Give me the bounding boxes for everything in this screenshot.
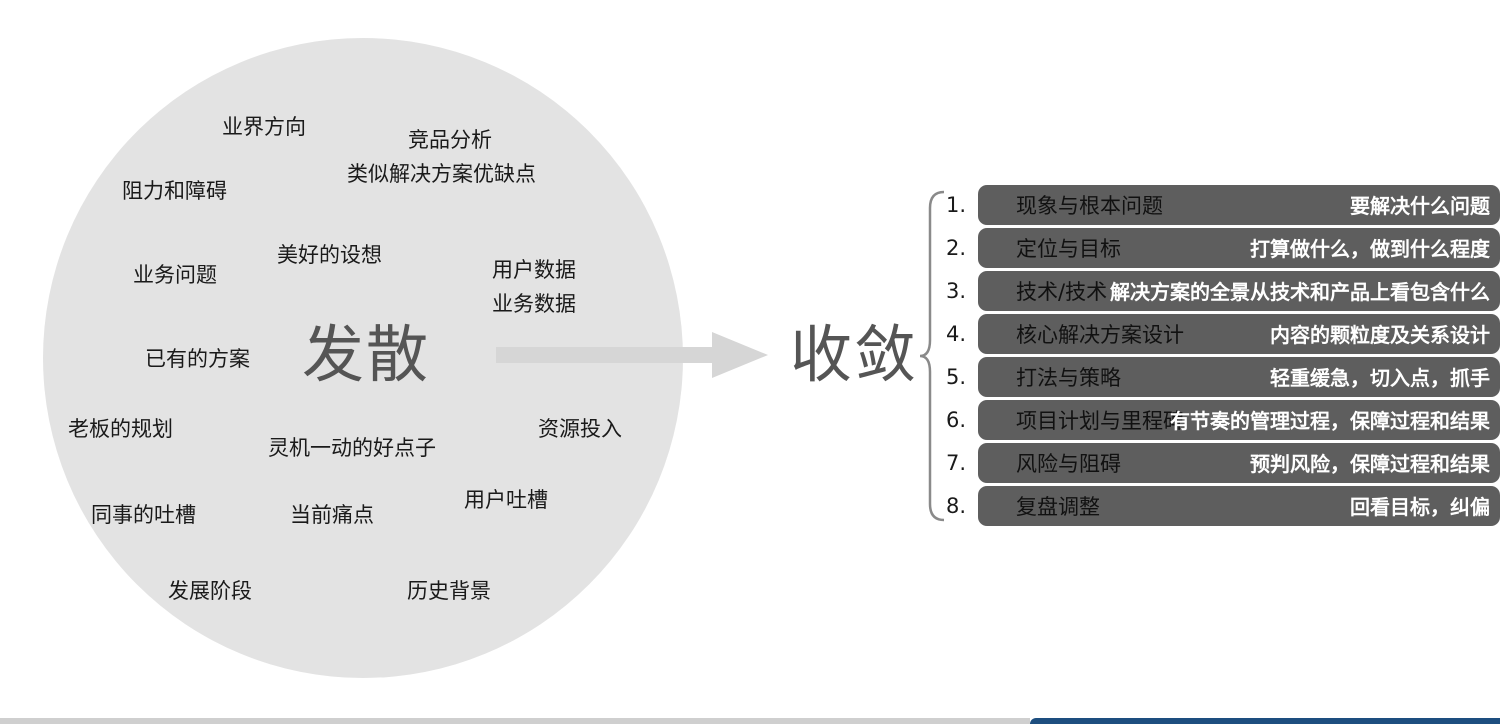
- item-number: 2.: [946, 236, 967, 260]
- diverge-word: 美好的设想: [277, 243, 382, 267]
- item-label: 技术/技术: [1016, 280, 1108, 304]
- item-note: 轻重缓急，切入点，抓手: [1270, 366, 1490, 390]
- item-number: 1.: [946, 193, 967, 217]
- converge-title: 收敛: [790, 318, 919, 391]
- diverge-word: 用户吐槽: [464, 488, 548, 512]
- item-label: 现象与根本问题: [1016, 194, 1163, 218]
- item-bar: 核心解决方案设计 内容的颗粒度及关系设计: [978, 314, 1500, 354]
- item-label: 项目计划与里程碑: [1016, 409, 1184, 433]
- diverge-word: 业界方向: [222, 115, 306, 139]
- item-note: 内容的颗粒度及关系设计: [1270, 323, 1490, 347]
- diverge-word: 用户数据: [492, 258, 576, 282]
- diverge-word: 同事的吐槽: [91, 503, 196, 527]
- item-number: 7.: [946, 451, 967, 475]
- list-item: 6. 项目计划与里程碑 有节奏的管理过程，保障过程和结果: [946, 400, 1500, 440]
- item-note: 预判风险，保障过程和结果: [1250, 452, 1490, 476]
- item-bar: 定位与目标 打算做什么，做到什么程度: [978, 228, 1500, 268]
- curly-brace-icon: [919, 190, 945, 522]
- list-item: 7. 风险与阻碍 预判风险，保障过程和结果: [946, 443, 1500, 483]
- diverge-word: 灵机一动的好点子: [268, 436, 436, 460]
- diverge-word: 竞品分析: [408, 128, 492, 152]
- footer-bar: [0, 718, 1030, 724]
- diverge-word: 类似解决方案优缺点: [347, 162, 536, 186]
- list-item: 8. 复盘调整 回看目标，纠偏: [946, 486, 1500, 526]
- diverge-word: 资源投入: [538, 417, 622, 441]
- list-item: 1. 现象与根本问题 要解决什么问题: [946, 185, 1500, 225]
- item-label: 核心解决方案设计: [1016, 323, 1184, 347]
- list-item: 3. 技术/技术 解决方案的全景从技术和产品上看包含什么: [946, 271, 1500, 311]
- diverge-word: 业务问题: [133, 263, 217, 287]
- item-bar: 技术/技术 解决方案的全景从技术和产品上看包含什么: [978, 271, 1500, 311]
- item-note: 打算做什么，做到什么程度: [1250, 237, 1490, 261]
- item-bar: 现象与根本问题 要解决什么问题: [978, 185, 1500, 225]
- item-bar: 打法与策略 轻重缓急，切入点，抓手: [978, 357, 1500, 397]
- list-item: 2. 定位与目标 打算做什么，做到什么程度: [946, 228, 1500, 268]
- item-note: 要解决什么问题: [1350, 194, 1490, 218]
- item-label: 风险与阻碍: [1016, 452, 1121, 476]
- item-number: 5.: [946, 365, 967, 389]
- footer-accent: [1030, 718, 1500, 724]
- item-note: 有节奏的管理过程，保障过程和结果: [1170, 409, 1490, 433]
- diverge-word: 当前痛点: [290, 503, 374, 527]
- list-item: 5. 打法与策略 轻重缓急，切入点，抓手: [946, 357, 1500, 397]
- item-note: 回看目标，纠偏: [1350, 495, 1490, 519]
- item-number: 3.: [946, 279, 967, 303]
- item-label: 复盘调整: [1016, 495, 1100, 519]
- diverge-title: 发散: [302, 318, 431, 391]
- item-bar: 复盘调整 回看目标，纠偏: [978, 486, 1500, 526]
- item-label: 定位与目标: [1016, 237, 1121, 261]
- item-bar: 项目计划与里程碑 有节奏的管理过程，保障过程和结果: [978, 400, 1500, 440]
- item-number: 4.: [946, 322, 967, 346]
- arrow-right-icon: [496, 332, 768, 378]
- diverge-word: 已有的方案: [145, 347, 250, 371]
- item-note: 解决方案的全景从技术和产品上看包含什么: [1110, 280, 1490, 304]
- list-item: 4. 核心解决方案设计 内容的颗粒度及关系设计: [946, 314, 1500, 354]
- diverge-word: 历史背景: [407, 579, 491, 603]
- item-number: 8.: [946, 494, 967, 518]
- diverge-word: 业务数据: [492, 292, 576, 316]
- item-label: 打法与策略: [1016, 366, 1121, 390]
- diverge-word: 发展阶段: [168, 579, 252, 603]
- diverge-word: 阻力和障碍: [122, 179, 227, 203]
- item-number: 6.: [946, 408, 967, 432]
- item-bar: 风险与阻碍 预判风险，保障过程和结果: [978, 443, 1500, 483]
- diverge-word: 老板的规划: [68, 417, 173, 441]
